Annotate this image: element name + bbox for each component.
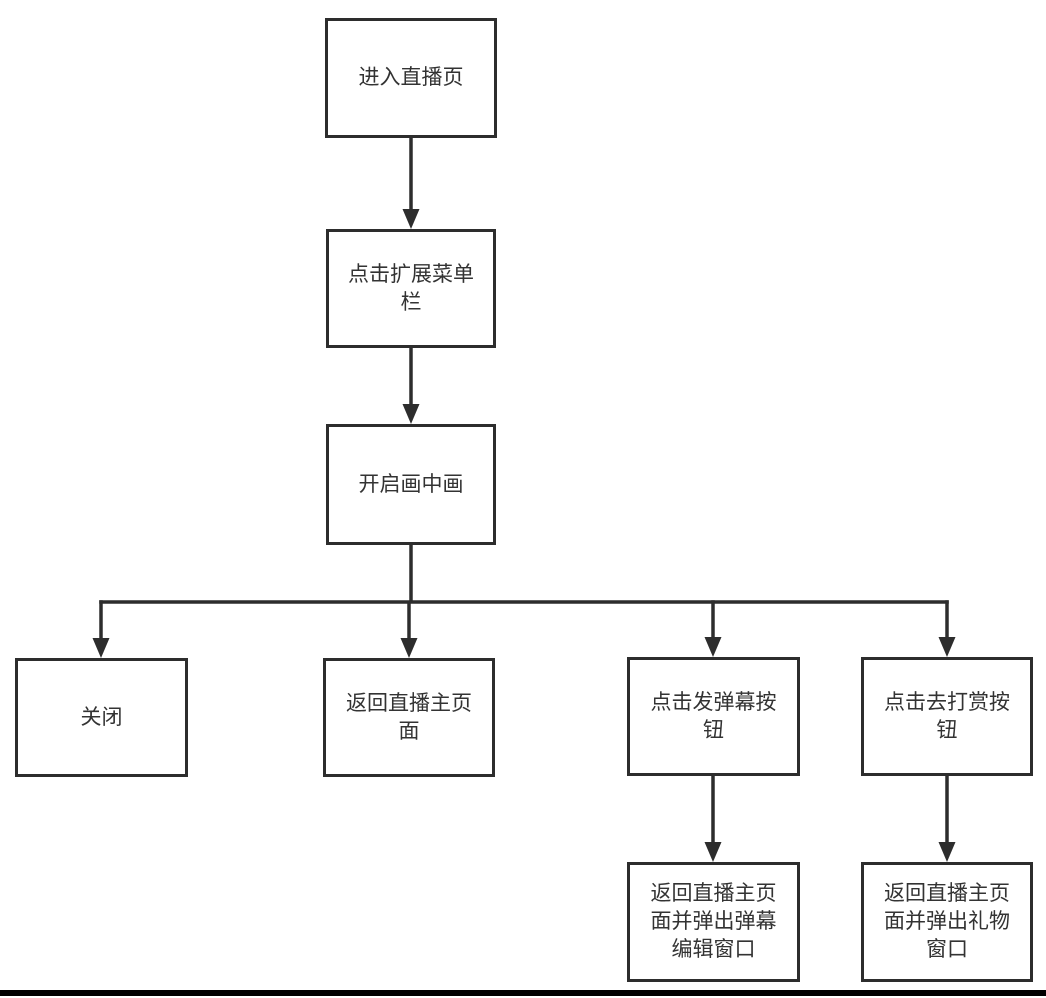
arrowhead-branch-close (92, 638, 110, 658)
node-close: 关闭 (15, 658, 188, 777)
arrowhead-enter-to-menu (402, 209, 420, 229)
node-label-return-main-danmaku-editor: 返回直播主页面并弹出弹幕编辑窗口 (650, 882, 777, 961)
arrowhead-reward-to-gift (938, 842, 956, 862)
arrowhead-branch-danmaku (704, 637, 722, 657)
node-label-click-expand-menu-bar: 点击扩展菜单栏 (348, 262, 474, 314)
node-label-return-main-gift-window: 返回直播主页面并弹出礼物窗口 (884, 882, 1010, 961)
node-label-return-live-main-page: 返回直播主页面 (346, 691, 472, 743)
node-label-click-send-danmaku-btn: 点击发弹幕按钮 (650, 690, 777, 742)
bottom-divider (0, 990, 1046, 996)
arrowhead-danmaku-to-editor (704, 842, 722, 862)
node-label-close: 关闭 (80, 705, 123, 729)
node-return-main-danmaku-editor: 返回直播主页面并弹出弹幕编辑窗口 (627, 862, 800, 982)
node-enter-live-page: 进入直播页 (325, 18, 497, 138)
node-click-reward-btn: 点击去打赏按钮 (861, 657, 1033, 776)
node-click-send-danmaku-btn: 点击发弹幕按钮 (627, 657, 800, 776)
arrowhead-branch-reward (938, 637, 956, 657)
node-label-enable-pip: 开启画中画 (358, 472, 464, 496)
node-label-click-reward-btn: 点击去打赏按钮 (884, 690, 1010, 742)
node-label-enter-live-page: 进入直播页 (358, 66, 464, 89)
node-return-main-gift-window: 返回直播主页面并弹出礼物窗口 (861, 862, 1033, 982)
arrowhead-menu-to-pip (402, 404, 420, 424)
node-enable-pip: 开启画中画 (326, 424, 496, 545)
node-return-live-main-page: 返回直播主页面 (323, 658, 495, 777)
arrowhead-branch-return-main (400, 638, 418, 658)
node-click-expand-menu-bar: 点击扩展菜单栏 (326, 229, 496, 348)
